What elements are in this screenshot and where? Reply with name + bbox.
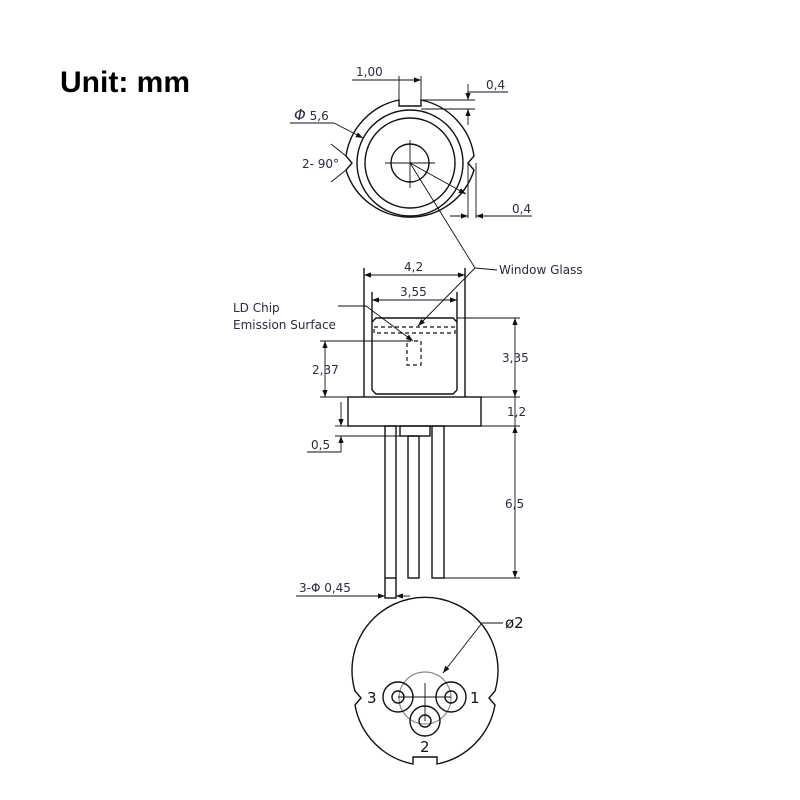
stem-offset-label: 0,5 [311,438,330,452]
pin-3-label: 3 [367,689,377,707]
pin-1-label: 1 [470,689,480,707]
unit-label: Unit: mm [60,66,190,99]
bottom-view: 3 1 2 ø2 [351,596,524,765]
ld-chip-label-line1: LD Chip [233,301,280,315]
ld-chip-label-line2: Emission Surface [233,318,336,332]
window-glass-label: Window Glass [499,263,583,277]
v-notch-label: 2- 90° [302,157,339,171]
side-notch-label: 0,4 [512,202,531,216]
emission-height-label: 2,37 [312,363,339,377]
notch-depth-label: 0,4 [486,78,505,92]
top-view: 1,00 0,4 Φ 5,6 2- 90° 0,4 [290,65,532,269]
pin-2-label: 2 [420,738,430,756]
diameter-label: Φ 5,6 [294,106,329,124]
pin-3-pad [382,681,414,713]
lead-length-label: 6,5 [505,497,524,511]
pin-2-pad [409,705,441,737]
inner-width-label: 3,55 [400,285,427,299]
notch-width-label: 1,00 [356,65,383,79]
cap-width-label: 4,2 [404,260,423,274]
pin-1-pad [435,681,467,713]
flange-height-label: 1,2 [507,405,526,419]
cap-height-label: 3,35 [502,351,529,365]
side-view: Window Glass 4,2 3,55 LD Chip Emission S… [233,260,583,599]
pcd-label: ø2 [505,614,524,632]
lead-2 [407,435,420,579]
lead-diameter-label: 3-Φ 0,45 [299,581,351,595]
lead-1 [431,425,445,579]
lead-3 [384,425,397,599]
